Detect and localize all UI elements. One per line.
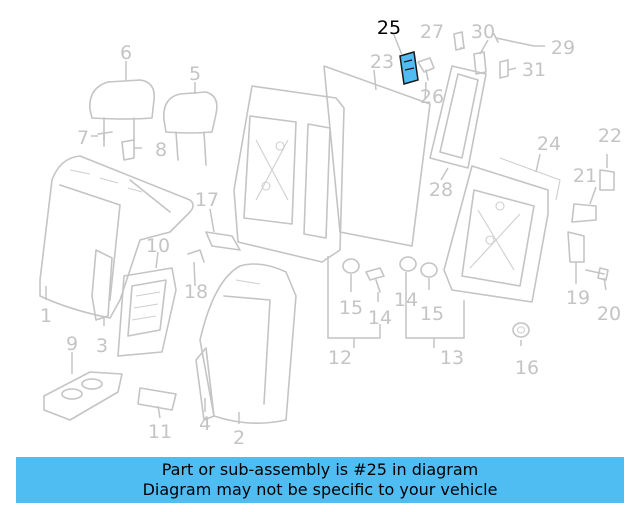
guide-8 <box>121 139 135 161</box>
callout-8: 8 <box>155 139 167 161</box>
fastener-15b <box>420 262 438 278</box>
bracket-17 <box>205 231 241 251</box>
fastener-14a <box>365 267 385 293</box>
callout-29: 29 <box>551 37 575 59</box>
part-25-highlight <box>399 51 419 85</box>
bolster-3 <box>91 249 113 321</box>
callout-11: 11 <box>148 421 172 443</box>
cupholder-9 <box>43 371 123 421</box>
callout-14a: 14 <box>368 307 392 329</box>
callout-16: 16 <box>515 357 539 379</box>
bolt-20 <box>585 267 609 281</box>
bolt-26 <box>417 57 435 81</box>
callout-26: 26 <box>420 86 444 108</box>
armrest-10 <box>117 267 177 357</box>
callout-27: 27 <box>420 21 444 43</box>
callout-24: 24 <box>537 133 561 155</box>
callout-21: 21 <box>573 165 597 187</box>
bracket-30 <box>473 51 487 75</box>
cap-22 <box>599 169 615 191</box>
clip-18 <box>187 249 205 263</box>
callout-4: 4 <box>199 413 211 435</box>
cover-11 <box>137 387 177 411</box>
caption-banner: Part or sub-assembly is #25 in diagram D… <box>16 457 624 503</box>
callout-12: 12 <box>328 347 352 369</box>
callout-14b: 14 <box>394 289 418 311</box>
guide-7 <box>97 131 113 147</box>
headrest-5 <box>163 91 218 166</box>
callout-20: 20 <box>597 303 621 325</box>
callout-25: 25 <box>377 17 401 39</box>
frame-28 <box>429 65 487 169</box>
callout-2: 2 <box>233 427 245 449</box>
callout-5: 5 <box>189 63 201 85</box>
callout-31: 31 <box>522 59 546 81</box>
callout-28: 28 <box>429 179 453 201</box>
leader-lines <box>45 34 608 424</box>
callout-9: 9 <box>66 333 78 355</box>
latch-21 <box>571 203 597 223</box>
pin-29 <box>493 33 535 47</box>
callout-18: 18 <box>184 281 208 303</box>
caption-line-2: Diagram may not be specific to your vehi… <box>142 480 498 499</box>
callout-23: 23 <box>370 51 394 73</box>
parts-diagram: 6 5 7 8 1 3 10 9 11 4 2 17 18 23 25 26 2… <box>39 17 622 449</box>
seatback-frame-left <box>233 85 345 263</box>
fastener-14b <box>399 256 417 272</box>
callout-30: 30 <box>471 21 495 43</box>
panel-23 <box>323 65 431 247</box>
caption-line-1: Part or sub-assembly is #25 in diagram <box>161 460 479 479</box>
seat-cushion-2 <box>199 263 297 424</box>
callout-15b: 15 <box>420 303 444 325</box>
callout-22: 22 <box>598 125 622 147</box>
headrest-6 <box>89 79 156 141</box>
callout-19: 19 <box>566 287 590 309</box>
callout-10: 10 <box>146 235 170 257</box>
callout-3: 3 <box>96 335 108 357</box>
clip-31 <box>499 59 509 79</box>
callout-15a: 15 <box>339 297 363 319</box>
seatback-cushion-1 <box>39 155 194 319</box>
callout-17: 17 <box>195 189 219 211</box>
hinge-19 <box>567 231 585 263</box>
callout-6: 6 <box>120 42 132 64</box>
side-cushion-4 <box>195 347 215 421</box>
callout-13: 13 <box>440 347 464 369</box>
callout-7: 7 <box>77 127 89 149</box>
panel-24 <box>499 157 561 201</box>
grommet-16 <box>512 322 530 338</box>
fastener-15a <box>342 258 360 274</box>
callout-1: 1 <box>40 305 52 327</box>
seatback-frame-right <box>443 165 549 303</box>
